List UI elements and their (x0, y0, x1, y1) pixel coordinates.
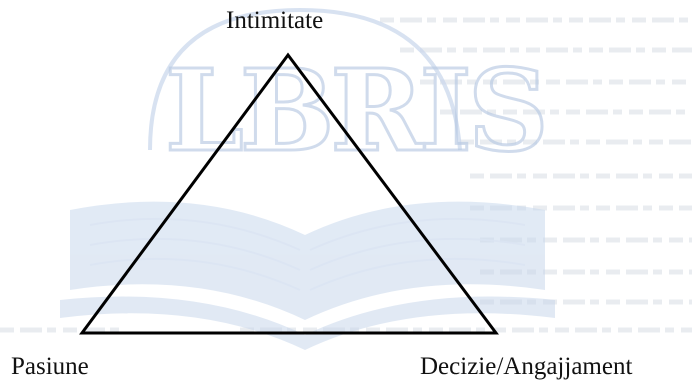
watermark-text: LBRIS (165, 46, 545, 177)
vertex-label-decizie-angajament: Decizie/Angajjament (420, 353, 633, 380)
vertex-label-intimitate: Intimitate (226, 7, 324, 34)
vertex-label-pasiune: Pasiune (11, 353, 89, 380)
watermark-book-icon (60, 201, 555, 350)
watermark-arc (148, 7, 462, 151)
triangle-shape (79, 52, 499, 335)
